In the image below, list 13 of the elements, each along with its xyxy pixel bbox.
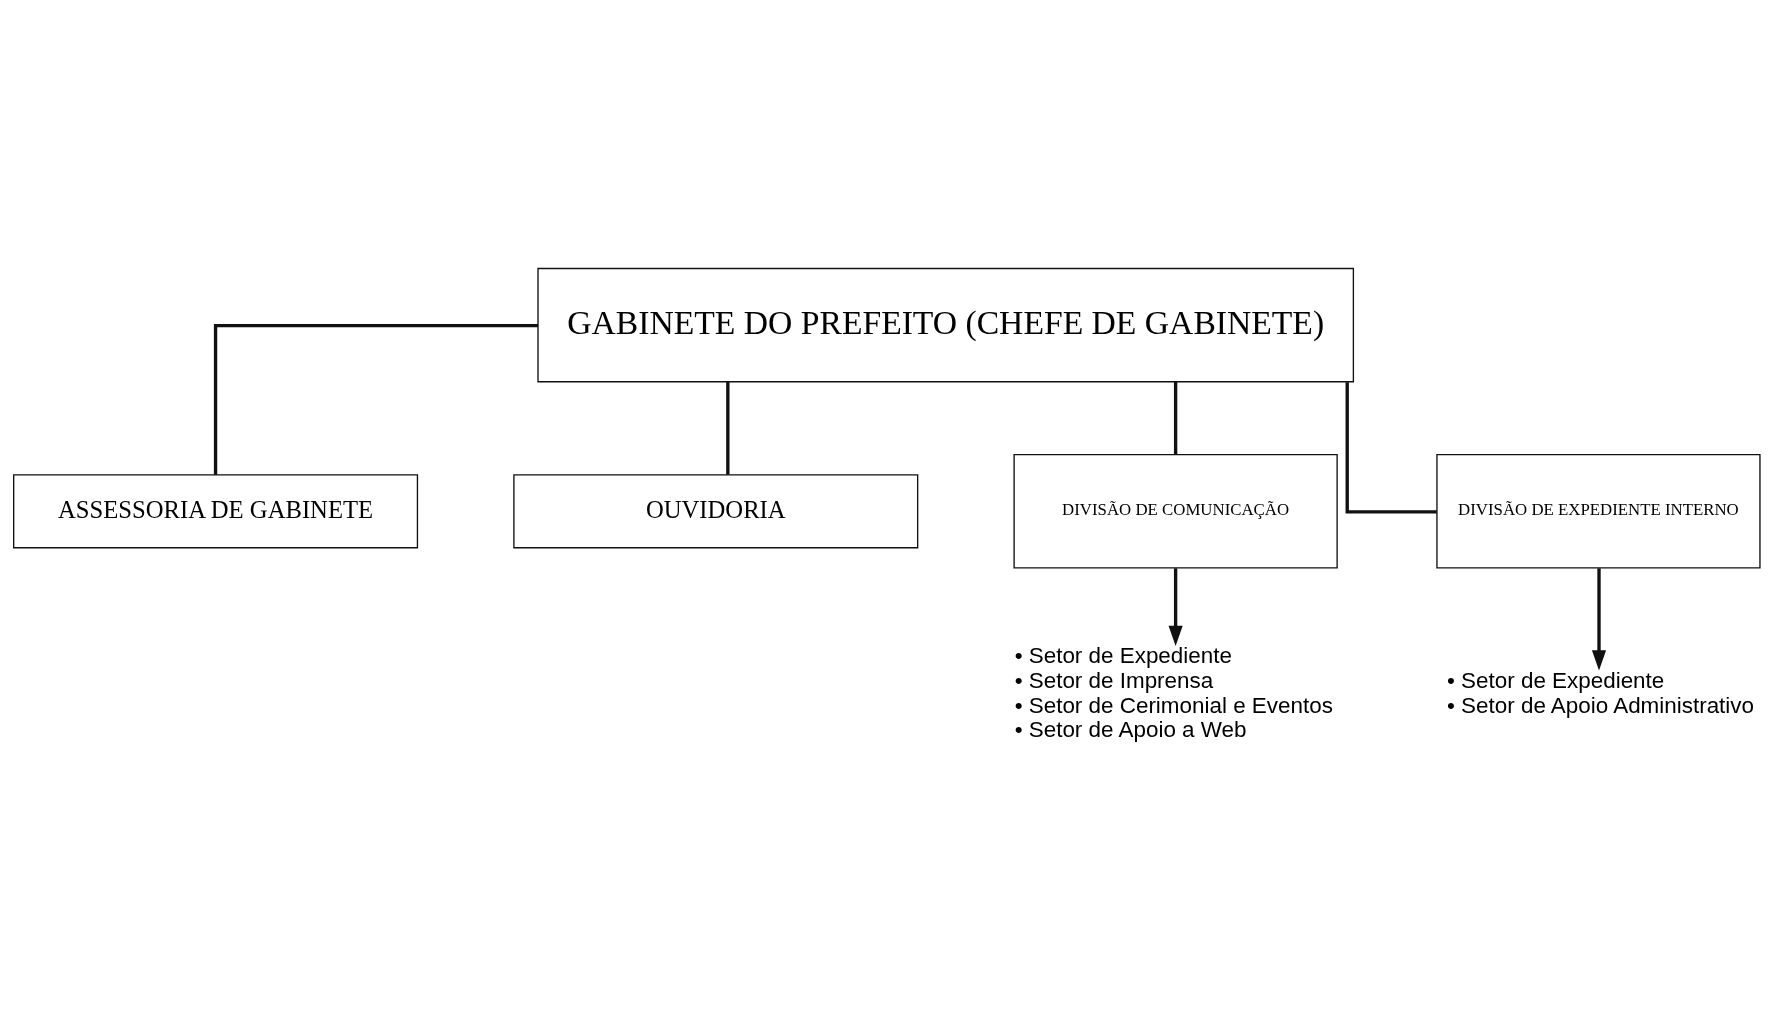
connector xyxy=(726,382,730,475)
node-box: GABINETE DO PREFEITO (CHEFE DE GABINETE) xyxy=(537,267,1355,383)
connector xyxy=(1345,382,1437,514)
node-box: DIVISÃO DE EXPEDIENTE INTERNO xyxy=(1436,454,1761,569)
arrow xyxy=(1591,568,1607,671)
node-box: OUVIDORIA xyxy=(513,474,919,549)
node-text: • Setor de Expediente • Setor de Apoio Administrativo xyxy=(1447,667,1755,718)
connector xyxy=(213,324,538,475)
node-text: • Setor de Expediente • Setor de Imprensa • Setor de Cerimonial e Eventos • Setor de Apoio a Web xyxy=(1014,643,1333,743)
node-box: DIVISÃO DE COMUNICAÇÃO xyxy=(1013,454,1338,569)
node-box: ASSESSORIA DE GABINETE xyxy=(13,474,419,549)
arrow xyxy=(1168,568,1183,646)
connector xyxy=(1173,382,1178,455)
